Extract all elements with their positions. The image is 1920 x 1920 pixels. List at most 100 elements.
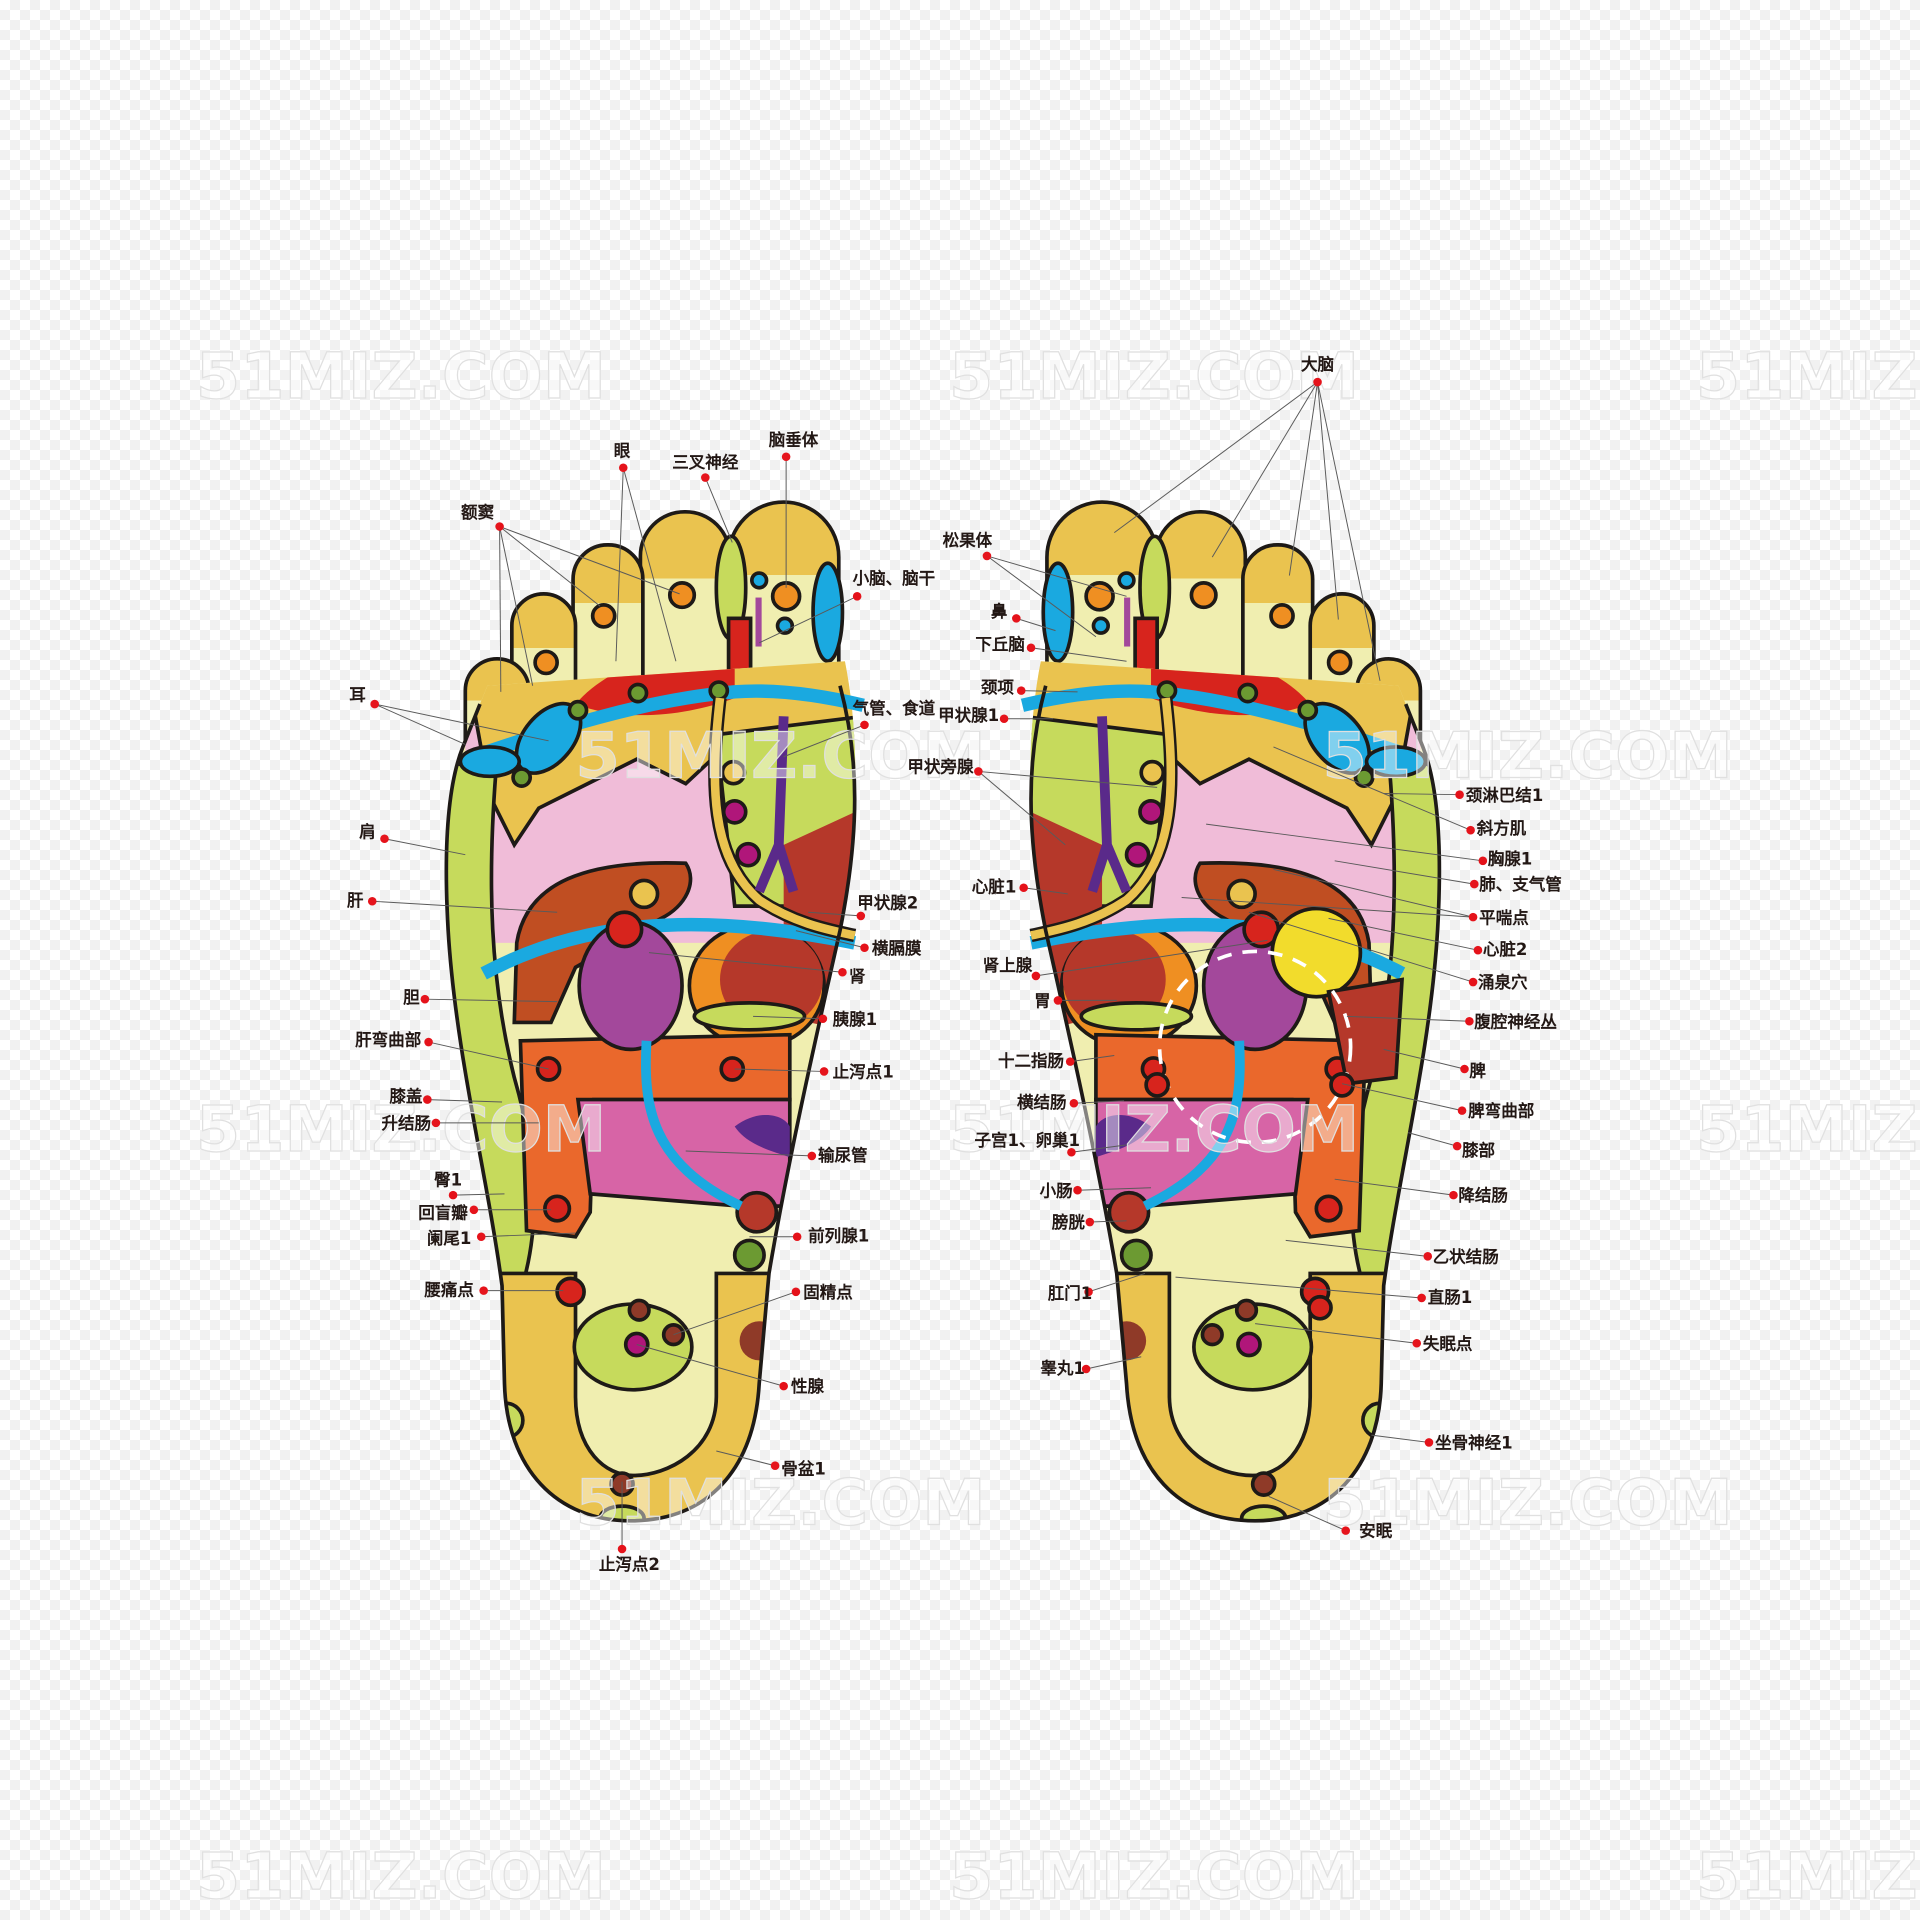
label-dot [818,1014,828,1024]
leader-line [374,703,466,745]
label-dot [469,1205,479,1215]
reflex-label-left-foot: 输尿管 [685,1145,868,1165]
leader-line [1268,1495,1346,1532]
leader-line [1070,1055,1115,1063]
reflex-label-left-foot: 额窦 [461,502,680,692]
reflex-label-left-foot: 膝盖 [389,1086,503,1106]
label-dot [618,463,628,473]
reflex-label-left-foot: 耳 [349,685,549,745]
leader-line [673,1291,797,1336]
label-text: 大脑 [1301,354,1334,374]
leader-line [499,526,502,692]
label-text: 气管、食道 [852,698,936,718]
label-text: 止泻点2 [599,1554,660,1574]
label-dot [1031,971,1041,981]
label-text: 膝盖 [389,1086,423,1106]
label-text: 心脏1 [972,877,1017,897]
label-dot [1065,1057,1075,1066]
label-text: 升结肠 [381,1113,431,1133]
leader-line [758,595,858,644]
reflex-label-left-foot: 腰痛点 [424,1280,564,1300]
label-text: 膀胱 [1052,1212,1086,1232]
leader-line [734,1068,825,1072]
reflex-label-right-foot: 膝部 [1408,1132,1496,1160]
leader-line [1035,939,1268,977]
leader-line [1086,1356,1142,1370]
reflex-label-left-foot: 止泻点1 [734,1062,894,1082]
label-text: 松果体 [943,530,993,550]
label-text: 涌泉穴 [1478,972,1528,992]
leader-line [978,771,1066,846]
label-dot [779,1381,788,1391]
reflex-label-left-foot: 前列腺1 [749,1226,869,1246]
leader-line [1181,897,1474,918]
label-dot [807,1151,817,1161]
label-text: 阑尾1 [427,1228,472,1248]
label-text: 子宫1、卵巢1 [974,1130,1080,1150]
leader-line [1071,1144,1127,1153]
label-dot [701,473,710,482]
label-dot [791,1287,801,1297]
label-dot [1457,1106,1467,1115]
label-dot [856,911,866,921]
reflex-label-left-foot: 阑尾1 [427,1228,576,1248]
leader-line [1089,1220,1127,1223]
label-text: 肛门1 [1048,1283,1093,1303]
reflex-label-right-foot: 坐骨神经1 [1371,1433,1513,1453]
label-text: 颈项 [981,678,1015,697]
label-dot [1455,790,1464,799]
leader-line [1113,381,1318,534]
reflex-label-left-foot: 回盲瓣 [418,1202,552,1222]
leader-line [427,1099,503,1103]
label-dot [1423,1252,1433,1261]
label-text: 十二指肠 [998,1051,1064,1071]
label-dot [1313,377,1322,387]
label-dot [860,943,869,953]
label-text: 腹腔神经丛 [1474,1011,1557,1031]
label-text: 降结肠 [1458,1185,1508,1205]
spleen-zone [1326,977,1405,1086]
label-text: 胰腺1 [833,1009,878,1029]
label-dot [1478,856,1488,866]
leader-line [1273,868,1474,918]
label-text: 下丘脑 [975,634,1025,654]
reflex-label-left-foot: 横膈膜 [795,930,922,958]
leader-line [428,1041,549,1070]
reflex-label-right-foot: 胸腺1 [1206,823,1532,868]
label-dot [420,994,430,1004]
leader-line [1328,917,1479,951]
label-dot [1073,1185,1082,1195]
label-text: 鼻 [991,601,1008,621]
celiac-plexus-zone [1157,949,1353,1145]
leader-line [716,1450,776,1467]
label-dot [1085,1217,1095,1227]
leader-line [1211,381,1318,558]
svg-text:51MIZ.COM: 51MIZ.COM [949,1840,1359,1914]
reflex-label-right-foot: 甲状旁腺 [907,757,1158,846]
reflex-label-right-foot: 睾丸1 [1040,1356,1142,1378]
reflex-label-right-foot: 颈项 [981,678,1078,697]
leader-line [783,724,865,758]
label-text: 性腺 [791,1376,825,1396]
label-dot [1468,912,1478,922]
reflex-label-left-foot: 气管、食道 [783,698,936,758]
label-text: 颈淋巴结1 [1466,785,1544,805]
svg-text:51MIZ.COM: 51MIZ.COM [949,340,1359,414]
svg-text:51MIZ.COM: 51MIZ.COM [196,1093,606,1167]
reflex-label-left-foot: 脑垂体 [769,430,819,588]
label-text: 耳 [349,685,366,704]
leader-line [648,952,843,973]
leader-line [453,1193,505,1196]
leader-line [1285,1239,1428,1257]
label-dot [1465,1016,1474,1026]
reflex-label-left-foot: 肾 [648,952,866,986]
reflex-label-right-foot: 肛门1 [1048,1273,1146,1303]
label-dot [1417,1293,1426,1303]
label-dot [424,1037,433,1047]
reflex-label-left-foot: 止泻点2 [599,1481,660,1574]
reflex-label-right-foot: 膀胱 [1052,1212,1127,1232]
label-dot [1081,1364,1091,1374]
label-text: 平喘点 [1479,907,1529,927]
label-text: 肝 [347,891,364,910]
